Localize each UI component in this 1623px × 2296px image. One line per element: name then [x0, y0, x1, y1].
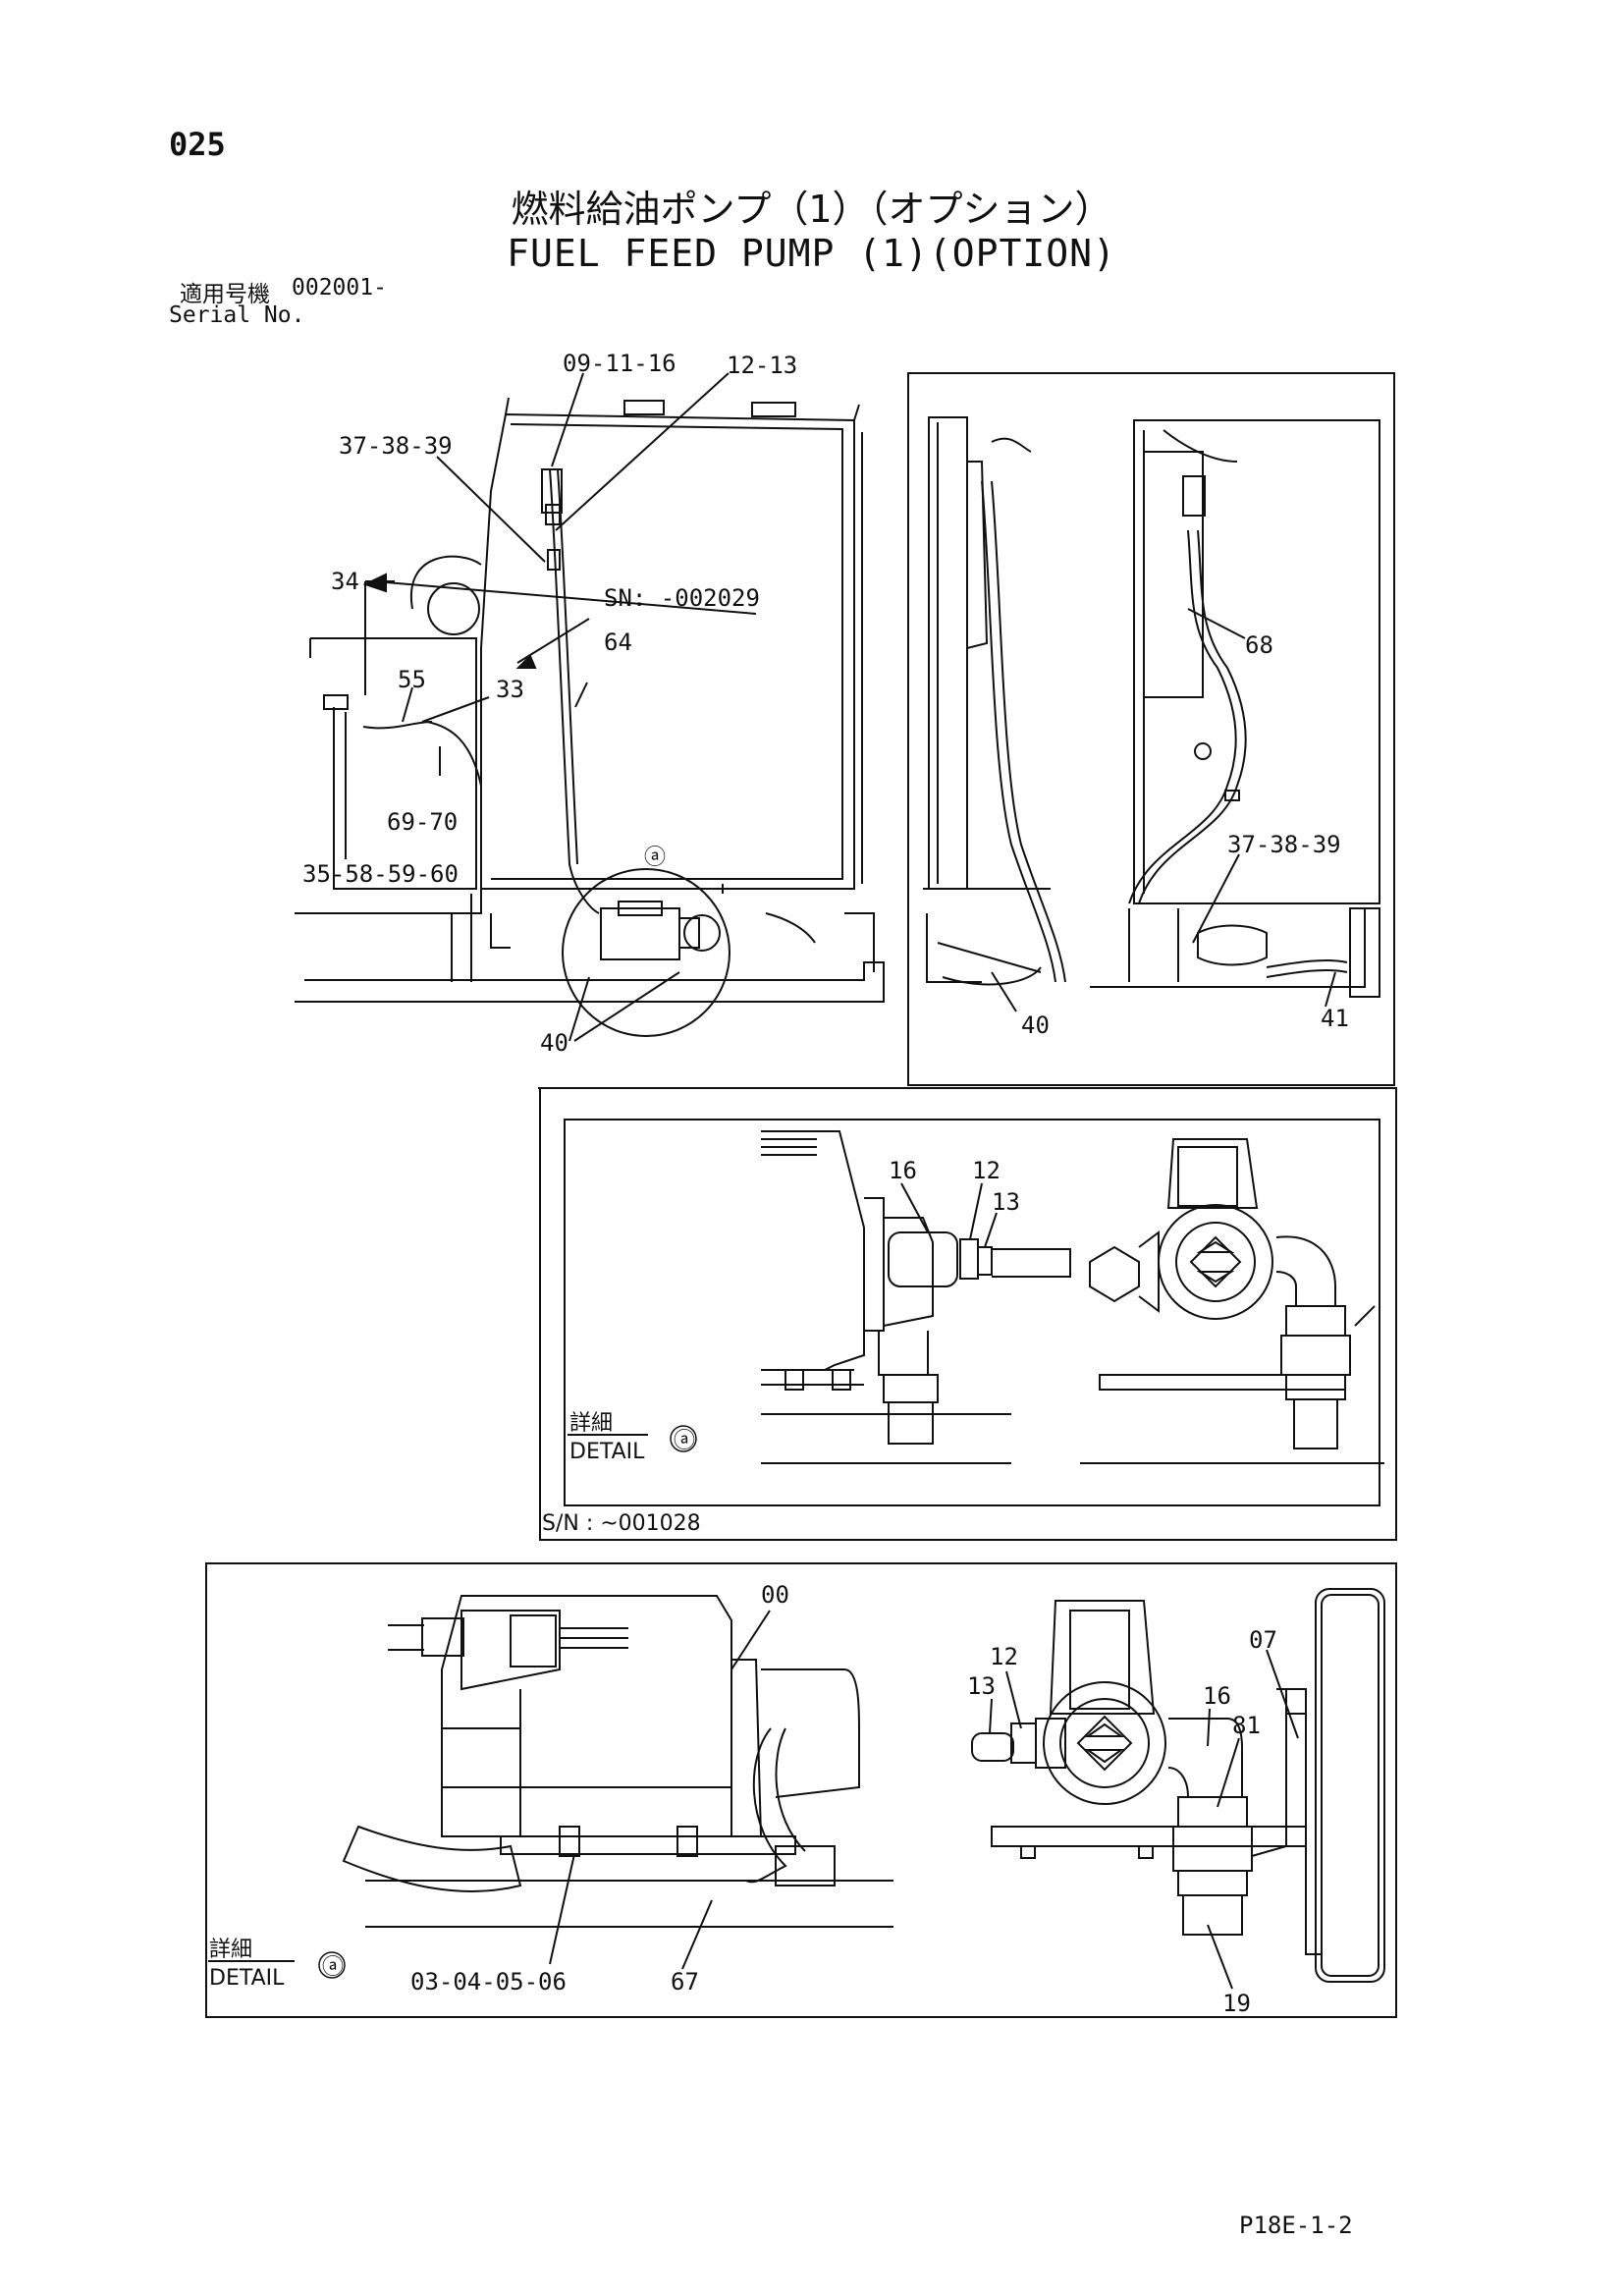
main-view: [295, 372, 885, 1042]
callout-41: 41: [1321, 1005, 1349, 1032]
callout-labels: 09-11-16 12-13 37-38-39 34 SN: -002029 6…: [209, 350, 1349, 2017]
callout-09-11-16: 09-11-16: [563, 350, 676, 377]
leader: [551, 372, 584, 467]
callout-12-upper: 12: [972, 1157, 1001, 1184]
callout-13-upper: 13: [992, 1188, 1020, 1216]
callout-68: 68: [1245, 631, 1273, 659]
serial-note-upper: S/N : ~001028: [542, 1511, 701, 1536]
callout-12-lower: 12: [990, 1643, 1018, 1670]
callout-19: 19: [1222, 1990, 1251, 2017]
detail-label-en-lower: DETAIL: [209, 1966, 285, 1991]
detail-lower-frame: [205, 1562, 1397, 2018]
drawing-code: P18E-1-2: [1239, 2212, 1353, 2239]
callout-16-lower: 16: [1203, 1682, 1231, 1710]
page-number: 025: [169, 126, 226, 163]
callout-81: 81: [1232, 1712, 1261, 1739]
callout-40-main: 40: [540, 1029, 568, 1057]
detail-upper: [568, 1130, 1384, 1464]
callout-64: 64: [604, 629, 632, 656]
serial-label-english: Serial No.: [169, 302, 305, 328]
detail-marker-a-lower: ⓐ: [322, 1955, 344, 1980]
detail-circle-a: [562, 868, 730, 1037]
detail-label-jp-upper: 詳細: [569, 1411, 613, 1436]
serial-label-japanese: 適用号機: [180, 282, 270, 307]
tank-inner: [491, 423, 843, 880]
detail-marker-a-upper: ⓐ: [674, 1429, 695, 1453]
callout-07: 07: [1249, 1626, 1277, 1654]
detail-marker-a-main: ⓐ: [644, 846, 666, 870]
title-english: FUEL FEED PUMP (1)(OPTION): [507, 232, 1116, 275]
callout-55: 55: [398, 666, 426, 693]
side-view-frame: [907, 372, 1395, 1086]
callout-40-side: 40: [1021, 1011, 1050, 1039]
callout-00: 00: [761, 1581, 789, 1609]
callout-16-upper: 16: [889, 1157, 917, 1184]
callout-03-04-05-06: 03-04-05-06: [410, 1968, 567, 1995]
title-japanese: 燃料給油ポンプ（1）（オプション）: [511, 188, 1112, 231]
callout-13-lower: 13: [967, 1672, 996, 1700]
detail-lower: [208, 1588, 1385, 1990]
callout-12-13: 12-13: [727, 352, 797, 379]
detail-upper-frame: [539, 1087, 1397, 1541]
callout-sn-002029: SN: -002029: [604, 584, 760, 612]
callout-69-70: 69-70: [387, 808, 458, 836]
detail-label-jp-lower: 詳細: [209, 1938, 252, 1962]
detail-label-en-upper: DETAIL: [569, 1440, 645, 1464]
callout-34: 34: [331, 568, 359, 595]
callout-33: 33: [496, 676, 524, 703]
side-view: [923, 416, 1380, 1012]
callout-37-38-39: 37-38-39: [339, 432, 453, 460]
serial-value: 002001-: [292, 275, 387, 301]
callout-35-58-59-60: 35-58-59-60: [302, 860, 459, 888]
callout-67: 67: [671, 1968, 699, 1995]
callout-37-38-39-side: 37-38-39: [1227, 831, 1341, 858]
